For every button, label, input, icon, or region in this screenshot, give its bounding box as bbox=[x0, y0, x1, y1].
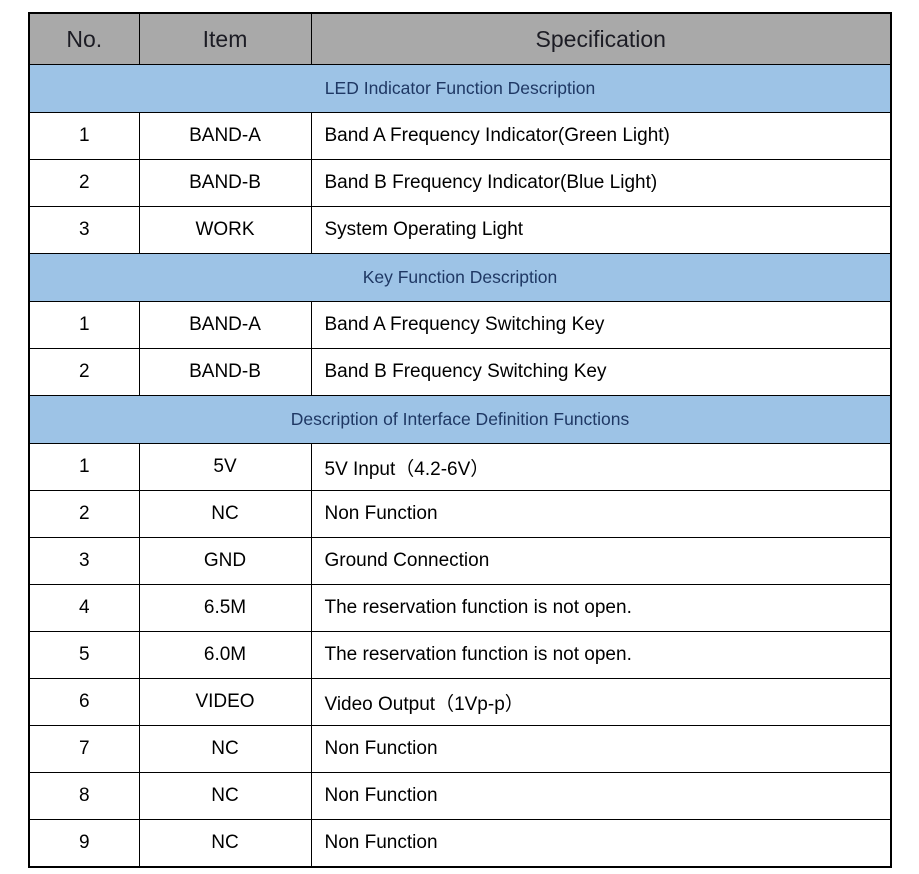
cell-item: BAND-B bbox=[138, 348, 312, 396]
cell-no: 9 bbox=[28, 819, 140, 868]
section-row-interface: Description of Interface Definition Func… bbox=[28, 395, 892, 444]
table-row: 1 BAND-A Band A Frequency Switching Key bbox=[28, 301, 892, 349]
cell-spec: Non Function bbox=[310, 490, 892, 538]
cell-item: NC bbox=[138, 725, 312, 773]
table-row: 2 BAND-B Band B Frequency Indicator(Blue… bbox=[28, 159, 892, 207]
table-row: 2 BAND-B Band B Frequency Switching Key bbox=[28, 348, 892, 396]
cell-spec: Non Function bbox=[310, 819, 892, 868]
table-row: 3 WORK System Operating Light bbox=[28, 206, 892, 254]
table-row: 9 NC Non Function bbox=[28, 819, 892, 868]
cell-item: WORK bbox=[138, 206, 312, 254]
cell-item: BAND-A bbox=[138, 301, 312, 349]
column-header-no: No. bbox=[28, 12, 140, 65]
table-row: 7 NC Non Function bbox=[28, 725, 892, 773]
table-row: 8 NC Non Function bbox=[28, 772, 892, 820]
cell-item: 6.5M bbox=[138, 584, 312, 632]
cell-item: NC bbox=[138, 490, 312, 538]
cell-spec: Video Output（1Vp-p） bbox=[310, 678, 892, 726]
section-row-key: Key Function Description bbox=[28, 253, 892, 302]
section-title-interface: Description of Interface Definition Func… bbox=[28, 395, 892, 444]
cell-no: 6 bbox=[28, 678, 140, 726]
cell-spec: Ground Connection bbox=[310, 537, 892, 585]
cell-item: VIDEO bbox=[138, 678, 312, 726]
cell-spec: Band B Frequency Indicator(Blue Light) bbox=[310, 159, 892, 207]
cell-no: 7 bbox=[28, 725, 140, 773]
cell-no: 1 bbox=[28, 112, 140, 160]
column-header-item: Item bbox=[138, 12, 312, 65]
section-title-key: Key Function Description bbox=[28, 253, 892, 302]
spec-table-container: No. Item Specification LED Indicator Fun… bbox=[28, 12, 892, 868]
table-header-row: No. Item Specification bbox=[28, 12, 892, 65]
cell-item: NC bbox=[138, 772, 312, 820]
cell-item: BAND-A bbox=[138, 112, 312, 160]
section-row-led: LED Indicator Function Description bbox=[28, 64, 892, 113]
cell-no: 3 bbox=[28, 206, 140, 254]
cell-no: 2 bbox=[28, 490, 140, 538]
cell-no: 1 bbox=[28, 301, 140, 349]
table-row: 6 VIDEO Video Output（1Vp-p） bbox=[28, 678, 892, 726]
cell-spec: Non Function bbox=[310, 772, 892, 820]
cell-no: 5 bbox=[28, 631, 140, 679]
cell-spec: 5V Input（4.2-6V） bbox=[310, 443, 892, 491]
table-row: 3 GND Ground Connection bbox=[28, 537, 892, 585]
table-row: 5 6.0M The reservation function is not o… bbox=[28, 631, 892, 679]
cell-item: NC bbox=[138, 819, 312, 868]
table-row: 1 5V 5V Input（4.2-6V） bbox=[28, 443, 892, 491]
column-header-specification: Specification bbox=[310, 12, 892, 65]
cell-spec: System Operating Light bbox=[310, 206, 892, 254]
cell-no: 4 bbox=[28, 584, 140, 632]
cell-spec: Band B Frequency Switching Key bbox=[310, 348, 892, 396]
cell-item: 5V bbox=[138, 443, 312, 491]
cell-item: 6.0M bbox=[138, 631, 312, 679]
cell-no: 2 bbox=[28, 348, 140, 396]
table-row: 4 6.5M The reservation function is not o… bbox=[28, 584, 892, 632]
cell-spec: Band A Frequency Switching Key bbox=[310, 301, 892, 349]
cell-item: BAND-B bbox=[138, 159, 312, 207]
cell-no: 2 bbox=[28, 159, 140, 207]
cell-spec: Non Function bbox=[310, 725, 892, 773]
cell-item: GND bbox=[138, 537, 312, 585]
cell-spec: The reservation function is not open. bbox=[310, 584, 892, 632]
spec-table: No. Item Specification LED Indicator Fun… bbox=[28, 12, 892, 868]
cell-no: 3 bbox=[28, 537, 140, 585]
table-row: 1 BAND-A Band A Frequency Indicator(Gree… bbox=[28, 112, 892, 160]
cell-no: 1 bbox=[28, 443, 140, 491]
section-title-led: LED Indicator Function Description bbox=[28, 64, 892, 113]
table-row: 2 NC Non Function bbox=[28, 490, 892, 538]
cell-spec: The reservation function is not open. bbox=[310, 631, 892, 679]
cell-no: 8 bbox=[28, 772, 140, 820]
cell-spec: Band A Frequency Indicator(Green Light) bbox=[310, 112, 892, 160]
